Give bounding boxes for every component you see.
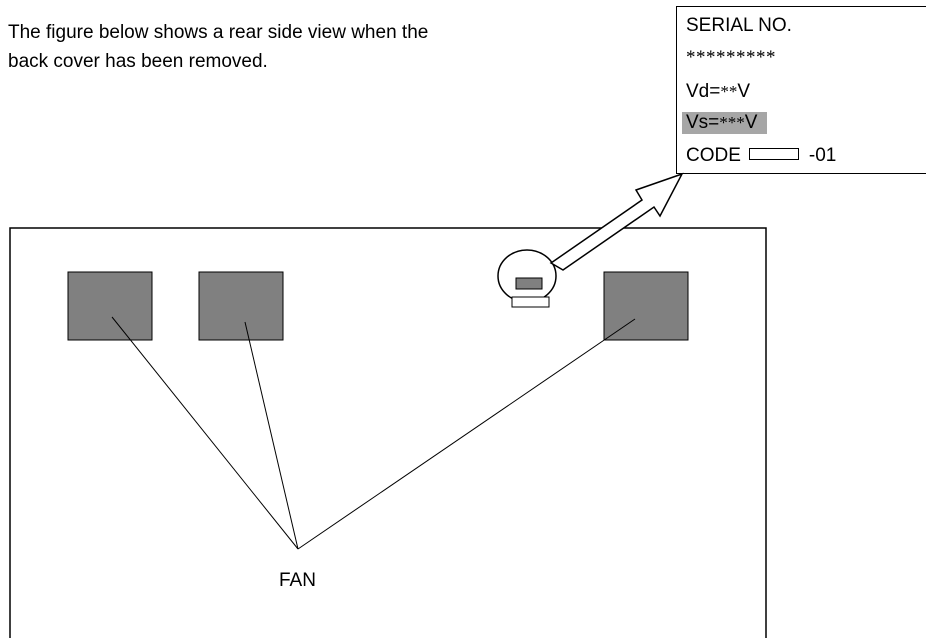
label-location-plate	[515, 277, 543, 290]
vd-voltage-line: Vd=**V	[686, 81, 750, 103]
label-location-ellipse	[497, 249, 557, 303]
chassis-outline	[9, 227, 767, 638]
fan-leader-middle	[244, 321, 299, 550]
vd-prefix: Vd=	[686, 81, 721, 102]
serial-number-value: *********	[686, 47, 776, 68]
vs-unit: V	[744, 112, 758, 133]
vs-voltage-line: Vs=***V	[682, 112, 768, 134]
vs-prefix: Vs=	[686, 112, 720, 133]
vd-value: **	[720, 82, 738, 101]
intro-line-1: The figure below shows a rear side view …	[8, 22, 429, 43]
intro-text: The figure below shows a rear side view …	[8, 18, 648, 76]
fan-left	[67, 271, 153, 341]
intro-line-2: back cover has been removed.	[8, 51, 268, 72]
serial-label-callout: SERIAL NO. ********* Vd=**V Vs=***V CODE…	[676, 6, 926, 174]
fan-middle	[198, 271, 284, 341]
callout-arrow	[549, 172, 684, 271]
serial-number-heading: SERIAL NO.	[686, 15, 792, 36]
fan-right	[603, 271, 689, 341]
fan-leader-right	[297, 318, 636, 550]
code-blank-box	[748, 147, 799, 160]
fan-leader-left	[111, 316, 299, 550]
code-prefix: CODE	[686, 145, 741, 166]
label-location-base	[511, 296, 550, 308]
vs-value: ***	[719, 113, 745, 132]
vd-unit: V	[737, 81, 751, 102]
code-suffix: -01	[808, 145, 837, 166]
fan-label: FAN	[279, 570, 316, 591]
code-line: CODE -01	[686, 145, 836, 167]
